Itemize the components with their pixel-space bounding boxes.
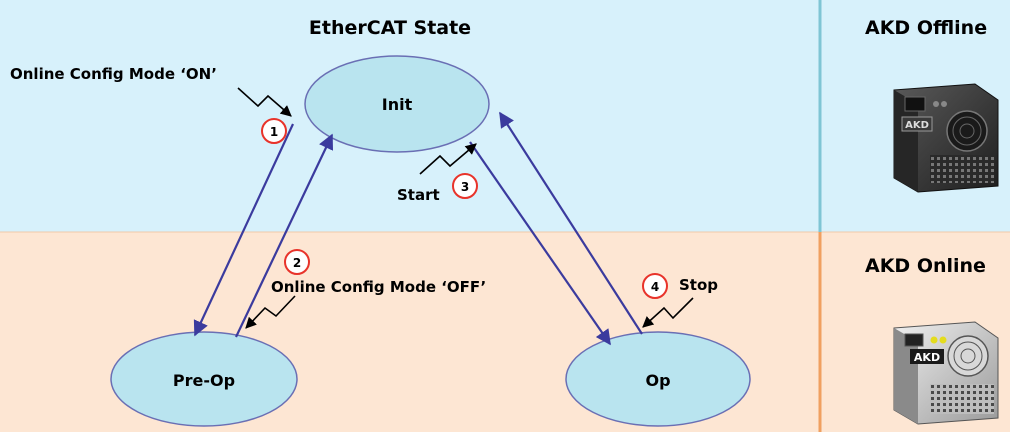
pointer-online-on bbox=[237, 87, 292, 117]
label-online-config-off: Online Config Mode ‘OFF’ bbox=[271, 278, 486, 296]
akd-offline-logo: AKD bbox=[905, 120, 929, 131]
pointer-online-off bbox=[245, 295, 296, 329]
state-init: Init bbox=[304, 55, 490, 153]
state-preop-label: Pre-Op bbox=[173, 371, 235, 390]
diagram-title: EtherCAT State bbox=[309, 17, 471, 39]
transition-op-to-init bbox=[499, 111, 643, 335]
label-stop: Stop bbox=[679, 276, 718, 294]
offline-title: AKD Offline bbox=[865, 17, 987, 39]
state-op-label: Op bbox=[645, 371, 670, 390]
step-badge-3: 3 bbox=[452, 173, 478, 199]
svg-text:2: 2 bbox=[293, 256, 301, 270]
state-init-label: Init bbox=[382, 95, 413, 114]
label-online-config-on: Online Config Mode ‘ON’ bbox=[10, 65, 217, 83]
transition-init-to-preop bbox=[193, 123, 294, 337]
akd-offline-device-image: AKD bbox=[893, 83, 999, 193]
label-start: Start bbox=[397, 186, 440, 204]
akd-online-logo: AKD bbox=[914, 351, 940, 364]
step-badge-1: 1 bbox=[261, 118, 287, 144]
akd-online-device-image: AKD bbox=[893, 321, 999, 425]
step-badge-2: 2 bbox=[284, 249, 310, 275]
pointer-start bbox=[419, 143, 477, 175]
transition-init-to-op bbox=[469, 141, 611, 346]
svg-text:1: 1 bbox=[270, 125, 278, 139]
transition-preop-to-init bbox=[235, 133, 334, 338]
state-preop: Pre-Op bbox=[110, 331, 298, 427]
state-op: Op bbox=[565, 331, 751, 427]
svg-text:3: 3 bbox=[461, 180, 469, 194]
pointer-stop bbox=[642, 297, 694, 328]
step-badge-4: 4 bbox=[642, 273, 668, 299]
top-band bbox=[0, 0, 1010, 232]
svg-text:4: 4 bbox=[651, 280, 659, 294]
online-title: AKD Online bbox=[865, 255, 986, 277]
